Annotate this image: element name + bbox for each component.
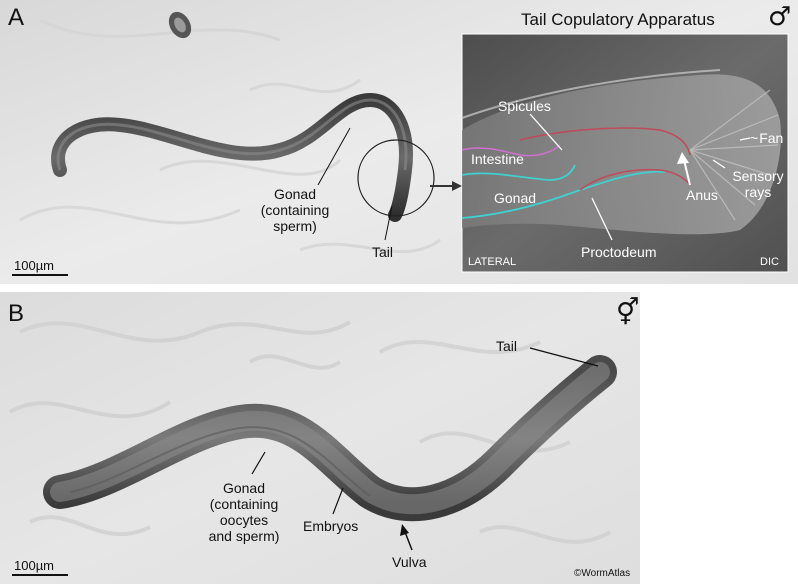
inset-gonad-label: Gonad — [494, 190, 537, 206]
tail-inset — [461, 33, 789, 273]
panel-letter-a: A — [8, 4, 25, 31]
spicules-label: Spicules — [498, 98, 551, 114]
fan-label: ~Fan — [750, 130, 784, 146]
gonad-label-line2: (containing — [260, 202, 330, 218]
panel-letter-b: B — [8, 300, 25, 327]
inset-title: Tail Copulatory Apparatus — [521, 10, 715, 29]
gonad-label-line3: sperm) — [273, 218, 317, 234]
dic-label: DIC — [760, 256, 779, 268]
fan-label-text: Fan — [759, 130, 784, 146]
embryos-label: Embryos — [303, 518, 359, 534]
credit-text: ©WormAtlas — [574, 568, 631, 579]
gonad-label-b-line1: Gonad — [222, 480, 266, 496]
gonad-label-b: Gonad (containing oocytes and sperm) — [200, 480, 288, 544]
gonad-label-line1: Gonad — [273, 186, 317, 202]
panel-b: B ⚥ Tail Gonad (containing oocytes and s… — [0, 292, 640, 584]
sensory-rays-line2: rays — [744, 184, 772, 200]
male-symbol-icon: ♂ — [768, 2, 792, 32]
gonad-label-b-line2: (containing — [209, 496, 279, 512]
tail-label-b: Tail — [496, 338, 518, 354]
sensory-rays-line1: Sensory — [732, 168, 784, 184]
scale-bar-label-a: 100µm — [14, 258, 55, 273]
panel-a: A ♂ Tail Copulatory Apparatus Gonad (con… — [0, 0, 798, 284]
tail-label: Tail — [372, 244, 394, 260]
gonad-label-b-line4: and sperm) — [208, 528, 280, 544]
panel-b-micrograph — [0, 292, 640, 584]
anus-label: Anus — [686, 187, 718, 203]
gonad-label-b-line3: oocytes — [219, 512, 269, 528]
lateral-label: LATERAL — [468, 256, 517, 268]
hermaphrodite-symbol-icon: ⚥ — [616, 298, 640, 328]
gonad-label: Gonad (containing sperm) — [255, 186, 335, 234]
panel-a-micrograph — [0, 0, 798, 284]
sensory-rays-label: Sensory rays — [730, 168, 786, 200]
scale-bar-label-b: 100µm — [14, 558, 55, 573]
proctodeum-label: Proctodeum — [581, 244, 657, 260]
intestine-label: Intestine — [471, 151, 524, 167]
vulva-label: Vulva — [392, 554, 427, 570]
tail-highlight-circle — [357, 139, 435, 217]
